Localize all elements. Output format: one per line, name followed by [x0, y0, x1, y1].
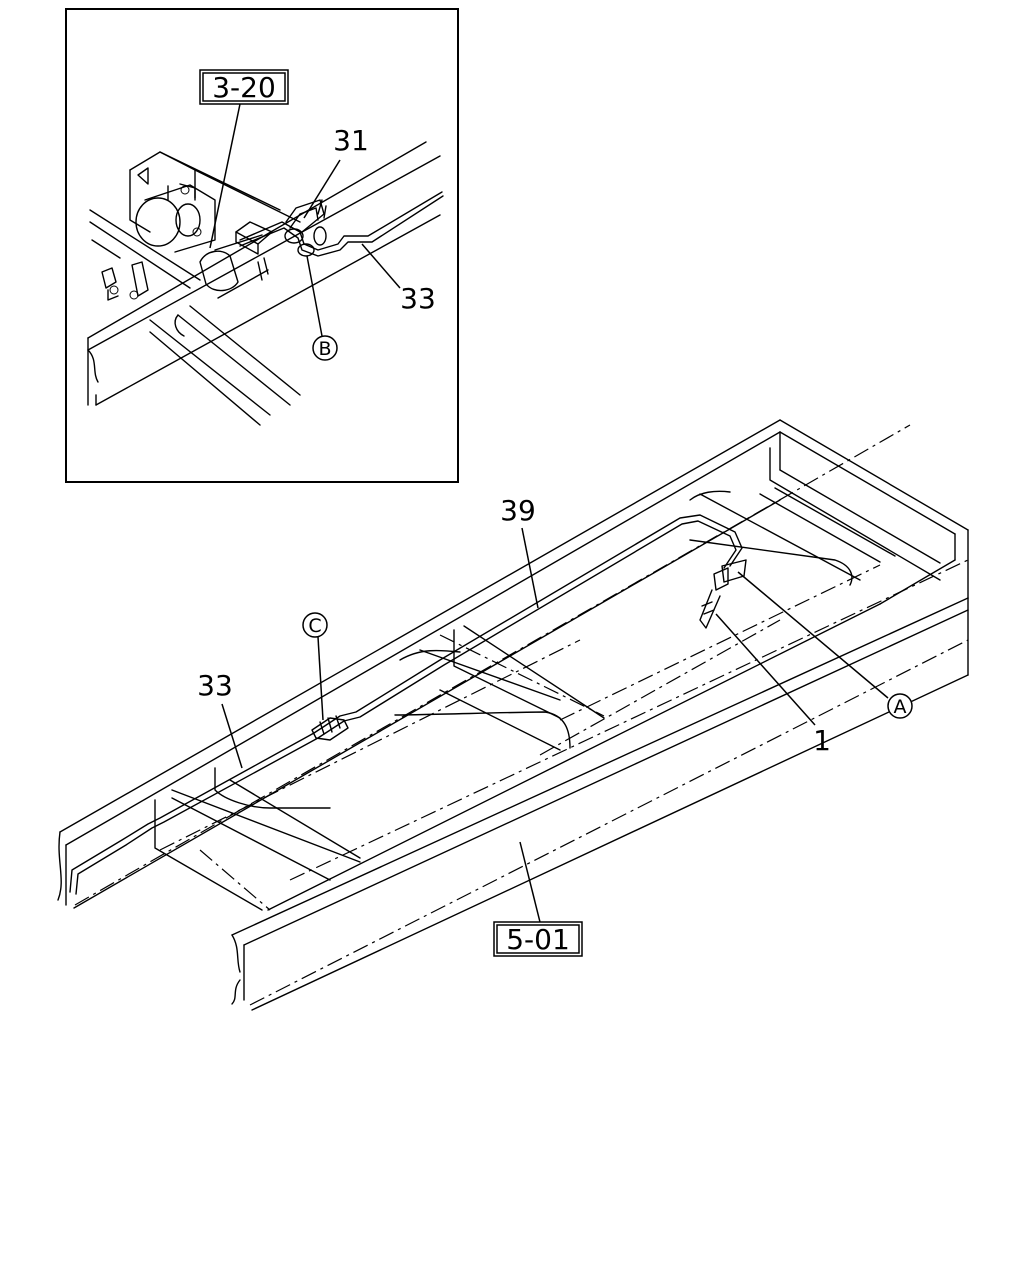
ref-box-5-01[interactable]: 5-01	[493, 921, 583, 957]
main-chassis	[57, 419, 969, 1011]
ref-box-3-20-label: 3-20	[212, 71, 276, 104]
callout-b-label: B	[318, 338, 331, 360]
part-label-31[interactable]: 31	[333, 124, 369, 157]
inset-pipes	[239, 191, 444, 257]
inset-part-label-33[interactable]: 33	[400, 282, 436, 315]
callout-c[interactable]: C	[302, 612, 328, 638]
callout-c-label: C	[308, 615, 321, 637]
main-part-label-33[interactable]: 33	[197, 669, 233, 702]
part-label-1[interactable]: 1	[813, 724, 831, 757]
part-label-39[interactable]: 39	[500, 494, 536, 527]
inset-frame	[65, 8, 459, 483]
main-line	[69, 514, 747, 895]
callout-a-label: A	[894, 696, 907, 718]
callout-b[interactable]: B	[312, 335, 338, 361]
ref-box-3-20[interactable]: 3-20	[199, 69, 289, 105]
ref-box-5-01-label: 5-01	[506, 923, 570, 956]
callout-a[interactable]: A	[887, 693, 913, 719]
inset-component	[101, 151, 301, 301]
inset-detail: 3-20 31 33 B	[65, 8, 459, 483]
inset-frame-rails	[87, 141, 441, 426]
